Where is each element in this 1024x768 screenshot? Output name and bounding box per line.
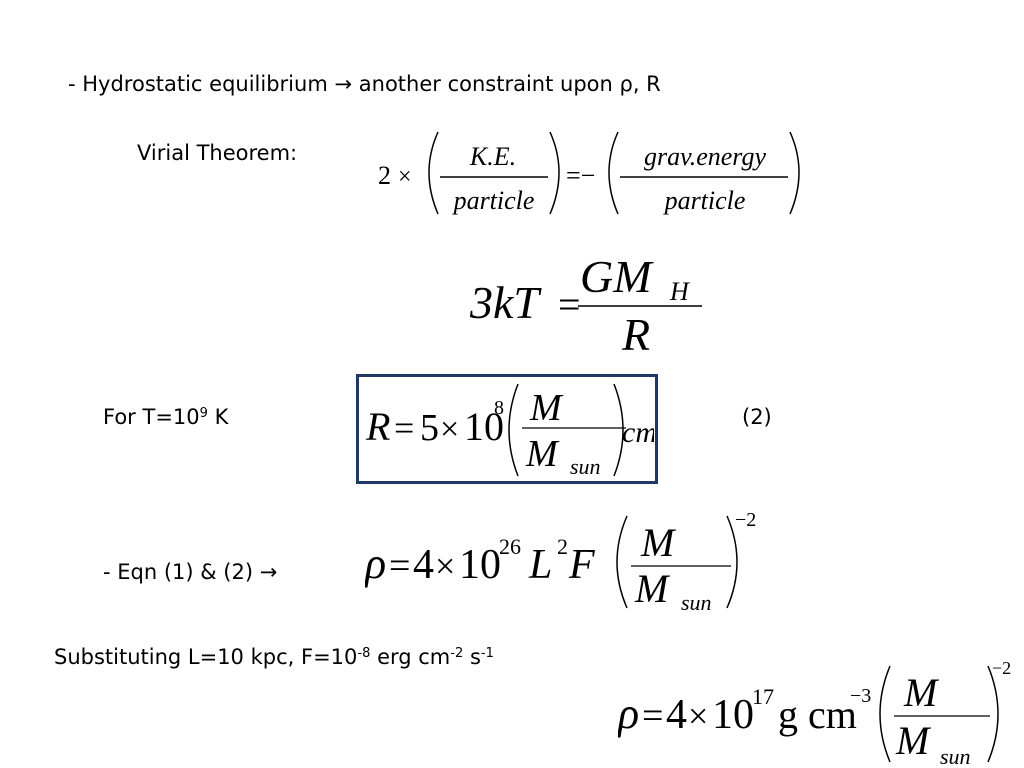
seconds-text: s — [469, 645, 481, 669]
rho1-coef: 4 — [413, 542, 434, 588]
virial-times: × — [398, 164, 412, 190]
rho1-base: 10 — [459, 542, 501, 588]
temperature-condition: For T=109 K — [103, 405, 228, 429]
constraint-text: another constraint upon ρ, R — [358, 72, 661, 96]
arrow-icon: → — [334, 72, 353, 96]
rho2-numerator: M — [903, 670, 940, 715]
flux-exponent: -8 — [357, 645, 371, 661]
radius-coef: 5 — [420, 407, 439, 449]
radius-times: × — [440, 411, 459, 448]
arrow-icon: → — [259, 560, 278, 584]
virial-coef: 2 — [378, 161, 391, 190]
radius-equation: R = 5 × 10 8 M M sun cm — [365, 383, 654, 479]
rho1-luminosity-exponent: 2 — [557, 534, 568, 559]
rho2-outer-exponent: −2 — [992, 660, 1011, 678]
kt-equation: 3kT = GM H R — [470, 252, 702, 360]
rho1-outer-exponent: −2 — [735, 509, 756, 531]
virial-label: Virial Theorem: — [137, 141, 298, 165]
rho2-denominator: M — [895, 718, 932, 763]
rho1-exponent: 26 — [499, 534, 521, 559]
rho1-paren-open — [616, 515, 628, 609]
kt-lhs: 3kT — [470, 277, 542, 328]
density-equation-1: ρ = 4 × 10 26 L 2 F M M sun −2 — [365, 509, 756, 614]
left-paren-open — [428, 131, 439, 215]
rho1-paren-close — [726, 515, 738, 609]
rho2-paren-open — [879, 665, 891, 763]
equals-minus: =− — [566, 161, 595, 190]
rho1-numerator: M — [640, 520, 677, 565]
radius-lhs: R — [365, 404, 390, 449]
rho1-flux: F — [568, 542, 595, 588]
rho2-unit: g cm — [778, 692, 857, 737]
rho1-denominator: M — [634, 566, 671, 611]
substituting-line: Substituting L=10 kpc, F=10-8 erg cm-2 s… — [54, 645, 494, 669]
grav-numerator: grav.energy — [644, 142, 766, 171]
hydrostatic-line: - Hydrostatic equilibrium → another cons… — [68, 72, 661, 96]
radius-equals: = — [394, 408, 414, 448]
kt-numerator: GM — [580, 252, 654, 302]
rho1-lhs: ρ — [365, 539, 386, 588]
radius-denominator: M — [525, 433, 560, 475]
rho2-unit-exponent: −3 — [850, 685, 871, 707]
left-paren-close — [549, 131, 560, 215]
rho1-equals: = — [389, 545, 410, 587]
right-paren-close — [789, 131, 800, 215]
rho2-paren-close — [987, 665, 999, 763]
rho1-luminosity: L — [528, 542, 552, 588]
right-paren-open — [608, 131, 619, 215]
rho2-times: × — [688, 696, 708, 736]
temperature-text: For T=10 — [103, 405, 200, 429]
ke-numerator: K.E. — [469, 142, 516, 171]
rho2-subscript: sun — [940, 744, 971, 768]
kt-subscript: H — [669, 277, 690, 306]
substituting-text: Substituting L=10 kpc, F=10 — [54, 645, 358, 669]
radius-numerator: M — [529, 387, 564, 429]
kt-denominator: R — [621, 309, 650, 360]
density-equation-2: ρ = 4 × 10 17 g cm −3 M M sun −2 — [618, 660, 1011, 768]
seconds-exponent: -1 — [480, 645, 494, 661]
radius-equation-box — [356, 374, 658, 484]
rho2-coef: 4 — [666, 692, 687, 738]
flux-unit-text: erg cm — [377, 645, 451, 669]
rho1-subscript: sun — [681, 590, 712, 614]
rho2-lhs: ρ — [618, 689, 639, 738]
grav-denominator: particle — [663, 186, 746, 215]
hydrostatic-text: - Hydrostatic equilibrium — [68, 72, 328, 96]
temperature-exponent: 9 — [199, 405, 208, 421]
radius-paren-close — [613, 383, 624, 477]
eqn-combination: - Eqn (1) & (2) → — [103, 560, 277, 584]
eqn-text: - Eqn (1) & (2) — [103, 560, 254, 584]
rho2-base: 10 — [712, 692, 754, 738]
cm-exponent: -2 — [450, 645, 464, 661]
rho2-equals: = — [642, 695, 663, 737]
ke-denominator: particle — [452, 186, 535, 215]
radius-paren-open — [508, 383, 519, 477]
radius-unit: cm — [622, 416, 654, 449]
radius-exponent: 8 — [494, 397, 504, 419]
equation-number: (2) — [742, 405, 772, 429]
radius-base: 10 — [464, 404, 504, 449]
kt-equals: = — [558, 282, 581, 327]
virial-equation: 2 × K.E. particle =− grav.energy particl… — [378, 131, 800, 215]
rho1-times: × — [435, 546, 455, 586]
radius-subscript: sun — [570, 454, 601, 479]
temperature-unit: K — [214, 405, 229, 429]
rho2-exponent: 17 — [752, 684, 774, 709]
